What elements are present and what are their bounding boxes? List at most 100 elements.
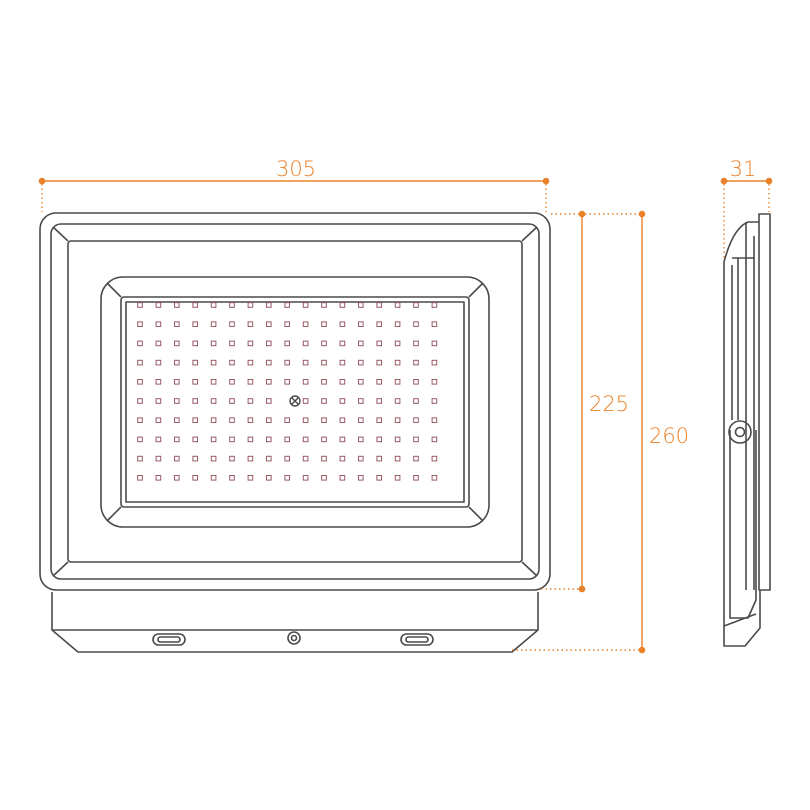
led-chip <box>321 321 327 327</box>
led-chip <box>229 398 235 404</box>
dim-depth-arrow <box>720 177 728 185</box>
led-chip <box>358 340 364 347</box>
led-chip <box>284 455 290 462</box>
led-chip <box>413 475 419 481</box>
led-chip <box>413 455 419 462</box>
led-chip <box>155 455 162 462</box>
led-chip <box>339 340 346 347</box>
bracket-screw-hole-inner <box>290 634 298 642</box>
led-chip <box>431 398 438 404</box>
led-chip <box>302 475 309 481</box>
bracket-slot-right <box>400 633 434 646</box>
led-chip <box>358 359 364 366</box>
led-chip <box>210 302 217 308</box>
led-chip <box>358 302 364 308</box>
led-chip <box>192 398 198 404</box>
led-chip <box>210 398 217 404</box>
side-bracket-arm <box>729 430 757 619</box>
dimension-labels: 305 31 225 260 <box>276 157 756 448</box>
led-chip <box>339 302 346 308</box>
led-chip <box>431 455 438 462</box>
led-chip <box>302 359 309 366</box>
dim-depth-arrow <box>765 177 773 185</box>
led-chip <box>413 398 419 404</box>
led-chip <box>376 417 382 423</box>
bevel-panel <box>67 240 523 563</box>
led-chip <box>137 417 143 423</box>
led-chip <box>210 359 217 366</box>
led-chip <box>376 379 382 385</box>
pivot-knob-icon <box>728 420 752 444</box>
led-chip <box>155 321 162 327</box>
led-chip <box>137 379 143 385</box>
led-chip <box>358 475 364 481</box>
led-chip <box>284 340 290 347</box>
led-chip <box>302 398 309 404</box>
led-chip <box>321 379 327 385</box>
led-chip <box>174 340 180 347</box>
led-chip <box>229 455 235 462</box>
led-chip <box>174 359 180 366</box>
led-chip <box>302 379 309 385</box>
dim-depth-label: 31 <box>730 157 757 181</box>
led-chip <box>247 359 254 366</box>
led-chip <box>192 321 198 327</box>
bracket-slot-left-inner <box>157 636 181 643</box>
led-chip <box>266 379 272 385</box>
led-chip <box>321 359 327 366</box>
reflector-corner <box>106 506 122 522</box>
reflector-corner <box>468 282 484 298</box>
led-chip <box>137 455 143 462</box>
led-chip <box>413 321 419 327</box>
led-chip <box>302 455 309 462</box>
led-chip <box>247 302 254 308</box>
led-chip <box>174 436 180 443</box>
led-chip <box>376 321 382 327</box>
led-chip <box>266 417 272 423</box>
led-chip <box>210 321 217 327</box>
led-chip <box>413 359 419 366</box>
side-view <box>723 213 771 647</box>
bracket-screw-hole <box>287 631 301 645</box>
led-chip <box>321 475 327 481</box>
side-glass <box>758 213 771 591</box>
led-chip <box>339 455 346 462</box>
led-chip <box>413 436 419 443</box>
reflector-corner <box>106 282 122 298</box>
led-chip <box>155 340 162 347</box>
dim-total-height-arrow <box>638 646 646 654</box>
led-chip <box>339 417 346 423</box>
led-chip <box>266 455 272 462</box>
led-chip <box>339 359 346 366</box>
led-chip <box>339 379 346 385</box>
led-grid <box>137 302 438 481</box>
led-chip <box>174 475 180 481</box>
led-chip <box>266 398 272 404</box>
led-chip <box>358 379 364 385</box>
led-chip <box>210 475 217 481</box>
dim-width-label: 305 <box>276 157 316 181</box>
led-chip <box>210 417 217 423</box>
led-chip <box>339 321 346 327</box>
led-chip <box>266 436 272 443</box>
led-chip <box>358 321 364 327</box>
bevel-corner <box>521 226 538 242</box>
led-chip <box>137 436 143 443</box>
bracket-slot-left <box>152 633 186 646</box>
led-chip <box>155 398 162 404</box>
led-chip <box>394 359 401 366</box>
led-chip <box>229 379 235 385</box>
bracket-slot-right-inner <box>405 636 429 643</box>
led-chip <box>358 417 364 423</box>
led-chip <box>174 302 180 308</box>
led-chip <box>155 359 162 366</box>
led-board <box>125 301 465 503</box>
led-chip <box>376 359 382 366</box>
led-chip <box>155 475 162 481</box>
led-chip <box>210 379 217 385</box>
led-chip <box>192 302 198 308</box>
led-chip <box>394 379 401 385</box>
led-chip <box>376 340 382 347</box>
led-chip <box>266 302 272 308</box>
led-chip <box>266 475 272 481</box>
